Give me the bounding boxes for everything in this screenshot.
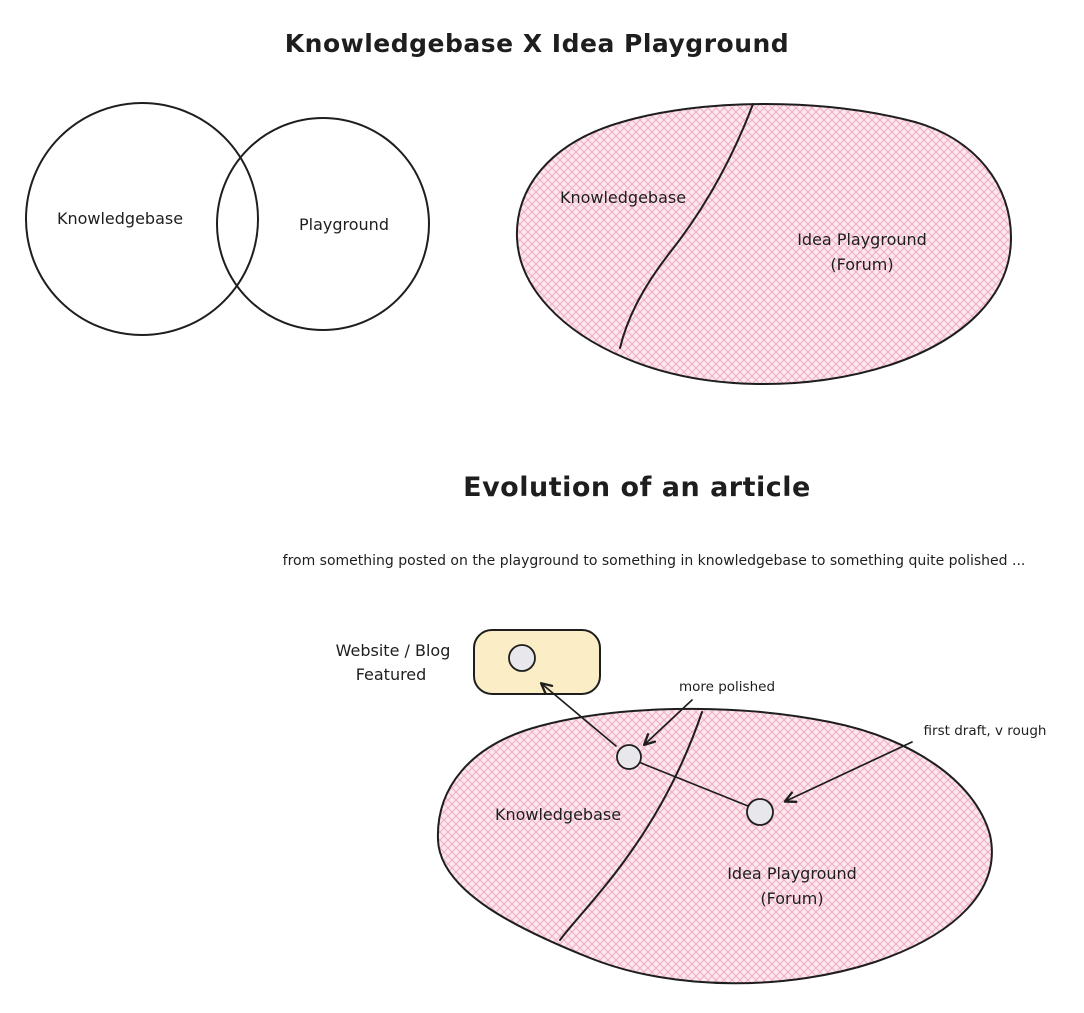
blob-top-outline xyxy=(515,103,1013,386)
polished-article-dot xyxy=(616,744,642,770)
blob-top-divider xyxy=(619,103,754,349)
draft-to-polished-line xyxy=(640,762,749,807)
polished-to-featured-arrow xyxy=(539,682,617,747)
featured-article-dot xyxy=(508,644,536,672)
venn-diagram: Knowledgebase Playground xyxy=(25,102,430,336)
first-draft-arrow xyxy=(783,741,913,803)
venn-circle-knowledgebase xyxy=(25,102,259,336)
combined-blob-top: Knowledgebase Idea Playground (Forum) xyxy=(515,103,1013,386)
venn-label-playground: Playground xyxy=(299,215,389,234)
more-polished-arrow xyxy=(642,699,693,747)
venn-circle-playground xyxy=(216,117,430,331)
blob-top-label-knowledgebase: Knowledgebase xyxy=(560,188,686,207)
draft-article-dot xyxy=(746,798,774,826)
evolution-heading: Evolution of an article xyxy=(463,472,811,503)
blob-top-label-forum: (Forum) xyxy=(830,255,893,274)
website-blog-label-line1: Website / Blog xyxy=(336,641,451,660)
blob-bottom-label-knowledgebase: Knowledgebase xyxy=(495,805,621,824)
annotation-more-polished: more polished xyxy=(679,679,775,695)
website-blog-label-line2: Featured xyxy=(356,665,427,684)
annotation-first-draft: first draft, v rough xyxy=(924,723,1047,739)
evolution-section: Evolution of an article from something p… xyxy=(283,472,1047,985)
blob-bottom-divider xyxy=(559,711,703,941)
featured-box xyxy=(473,629,601,695)
blob-bottom-outline xyxy=(436,707,993,985)
venn-label-knowledgebase: Knowledgebase xyxy=(57,209,183,228)
evolution-subtitle: from something posted on the playground … xyxy=(283,553,1026,569)
diagram-title: Knowledgebase X Idea Playground xyxy=(285,29,789,58)
blob-bottom-label-forum: (Forum) xyxy=(760,889,823,908)
blob-bottom-label-idea-playground: Idea Playground xyxy=(727,864,857,883)
blob-top-label-idea-playground: Idea Playground xyxy=(797,230,927,249)
